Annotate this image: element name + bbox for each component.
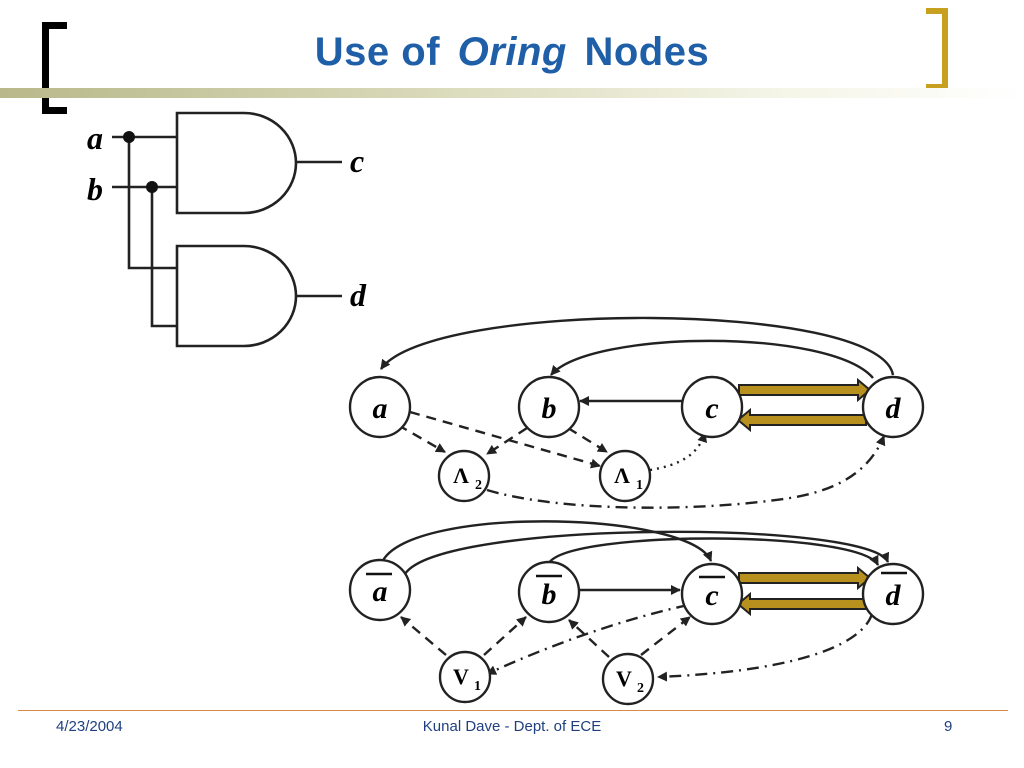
label-input-b: b [87, 171, 103, 207]
node-or1-label: V [453, 664, 469, 689]
node-and1 [598, 449, 652, 503]
title-italic-word: Oring [457, 30, 567, 74]
edge-d-to-or2 [657, 613, 874, 682]
label-output-c: c [350, 143, 364, 179]
slide-title: Use of Oring Nodes [0, 30, 1024, 75]
node-d-and-label: d [886, 392, 902, 425]
wire-b-branch [150, 187, 177, 328]
label-output-d: d [350, 277, 367, 313]
edge-b-to-and1 [567, 426, 608, 454]
node-b-not-label: b [542, 578, 557, 611]
node-and1-label: Λ [614, 463, 630, 488]
node-or1 [438, 650, 492, 704]
node-or2 [601, 652, 655, 706]
node-a-and [348, 375, 412, 439]
footer-author: Kunal Dave - Dept. of ECE [422, 718, 602, 735]
edge-b-to-and2 [486, 426, 528, 456]
wire-a-branch [127, 137, 177, 270]
node-d-not-label: d [886, 579, 902, 612]
footer-page-number: 9 [944, 718, 953, 735]
edge-b-to-d-arc [547, 537, 880, 566]
edge-and1-to-c [649, 432, 708, 472]
footer-rule [18, 710, 1008, 711]
title-band [0, 88, 1024, 98]
node-or2-subscript: 2 [637, 681, 644, 696]
logic-circuit: a b c d [87, 111, 367, 348]
gold-arrow-d-to-c-or [736, 591, 867, 617]
edge-and2-to-d [486, 435, 886, 509]
and-gate-d [175, 244, 298, 348]
node-c-and [680, 375, 744, 439]
graph-or: a b c d V 1 V 2 [348, 520, 925, 706]
gold-arrow-c-to-d-or [738, 565, 872, 591]
node-b-and [517, 375, 581, 439]
edge-d-to-b-arc [550, 339, 874, 379]
node-c-not [680, 562, 744, 626]
node-d-not [861, 562, 925, 626]
label-input-a: a [87, 120, 103, 156]
edge-or2-to-c [640, 616, 691, 656]
left-bracket-decoration [42, 22, 67, 114]
node-and1-subscript: 1 [636, 478, 643, 493]
node-or1-subscript: 1 [474, 679, 481, 694]
gold-arrow-d-to-c [736, 407, 867, 433]
edge-or1-to-a [400, 616, 447, 656]
node-a-not-label: a [373, 575, 388, 608]
node-and2-subscript: 2 [475, 478, 482, 493]
node-b-and-label: b [542, 392, 557, 425]
and-gate-c [175, 111, 298, 215]
node-d-and [861, 375, 925, 439]
edge-or1-to-b [483, 616, 527, 656]
graph-and: a b c d Λ 2 Λ 1 [348, 316, 925, 509]
title-part-1: Use of [314, 30, 441, 74]
node-and2 [437, 449, 491, 503]
edge-c-to-or1 [486, 603, 689, 676]
edge-a-to-and2 [397, 423, 446, 454]
junction-dot-b [146, 181, 158, 193]
gold-arrow-c-to-d [738, 377, 872, 403]
junction-dot-a [123, 131, 135, 143]
edge-a-to-c-arc [379, 520, 713, 566]
edge-d-to-a-arc [380, 316, 895, 376]
edge-a-to-d-arc [403, 530, 890, 575]
node-a-not [348, 558, 412, 622]
node-and2-label: Λ [453, 463, 469, 488]
node-a-and-label: a [373, 392, 388, 425]
title-part-2: Nodes [584, 30, 710, 74]
node-c-and-label: c [705, 392, 718, 425]
right-bracket-decoration [926, 8, 948, 90]
node-c-not-label: c [705, 579, 718, 612]
node-b-not [517, 560, 581, 624]
footer-date: 4/23/2004 [56, 718, 123, 735]
edge-or2-to-b [568, 619, 610, 658]
node-or2-label: V [616, 666, 632, 691]
